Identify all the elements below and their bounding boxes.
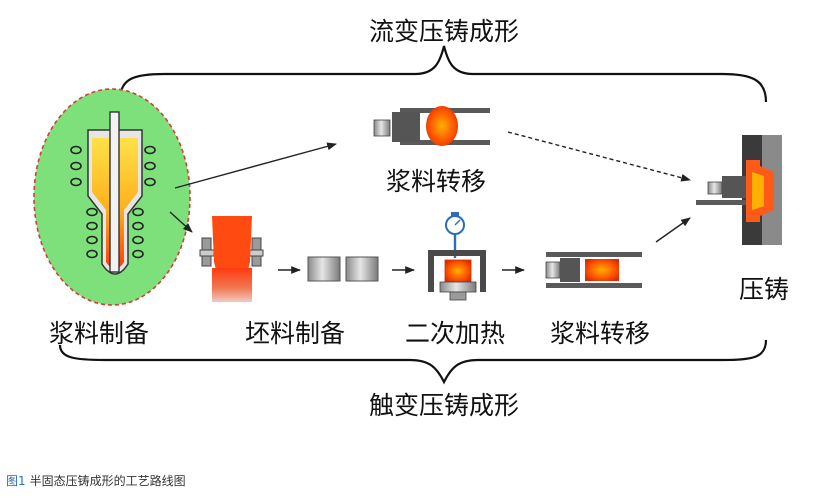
arrow-furnace-to-billet bbox=[169, 211, 193, 233]
figure-caption-text: 半固态压铸成形的工艺路线图 bbox=[29, 474, 186, 488]
billet-mold bbox=[199, 216, 264, 302]
arrow-transfer-to-diecast bbox=[655, 217, 691, 243]
die-casting-die bbox=[696, 135, 782, 245]
bottom-label: 触变压铸成形 bbox=[369, 391, 519, 420]
arrow-furnace-to-transfer bbox=[174, 142, 337, 189]
label-slurry-prep: 浆料制备 bbox=[49, 319, 149, 348]
reheat-furnace bbox=[428, 212, 486, 301]
slurry-furnace bbox=[33, 88, 191, 306]
label-billet-prep: 坯料制备 bbox=[245, 319, 345, 348]
figure-number[interactable]: 图1 bbox=[6, 474, 26, 488]
top-brace bbox=[118, 45, 768, 103]
billet-slices bbox=[307, 256, 379, 282]
label-reheating: 二次加热 bbox=[405, 319, 505, 348]
label-transfer-lower: 浆料转移 bbox=[550, 319, 650, 348]
label-transfer-upper: 浆料转移 bbox=[386, 167, 486, 196]
shot-sleeve-lower bbox=[545, 252, 642, 288]
top-label: 流变压铸成形 bbox=[369, 17, 519, 46]
label-die-casting: 压铸 bbox=[739, 275, 789, 304]
shot-sleeve-upper bbox=[373, 106, 490, 146]
bottom-brace bbox=[58, 339, 768, 385]
arrow-transfer-to-die bbox=[507, 131, 691, 182]
